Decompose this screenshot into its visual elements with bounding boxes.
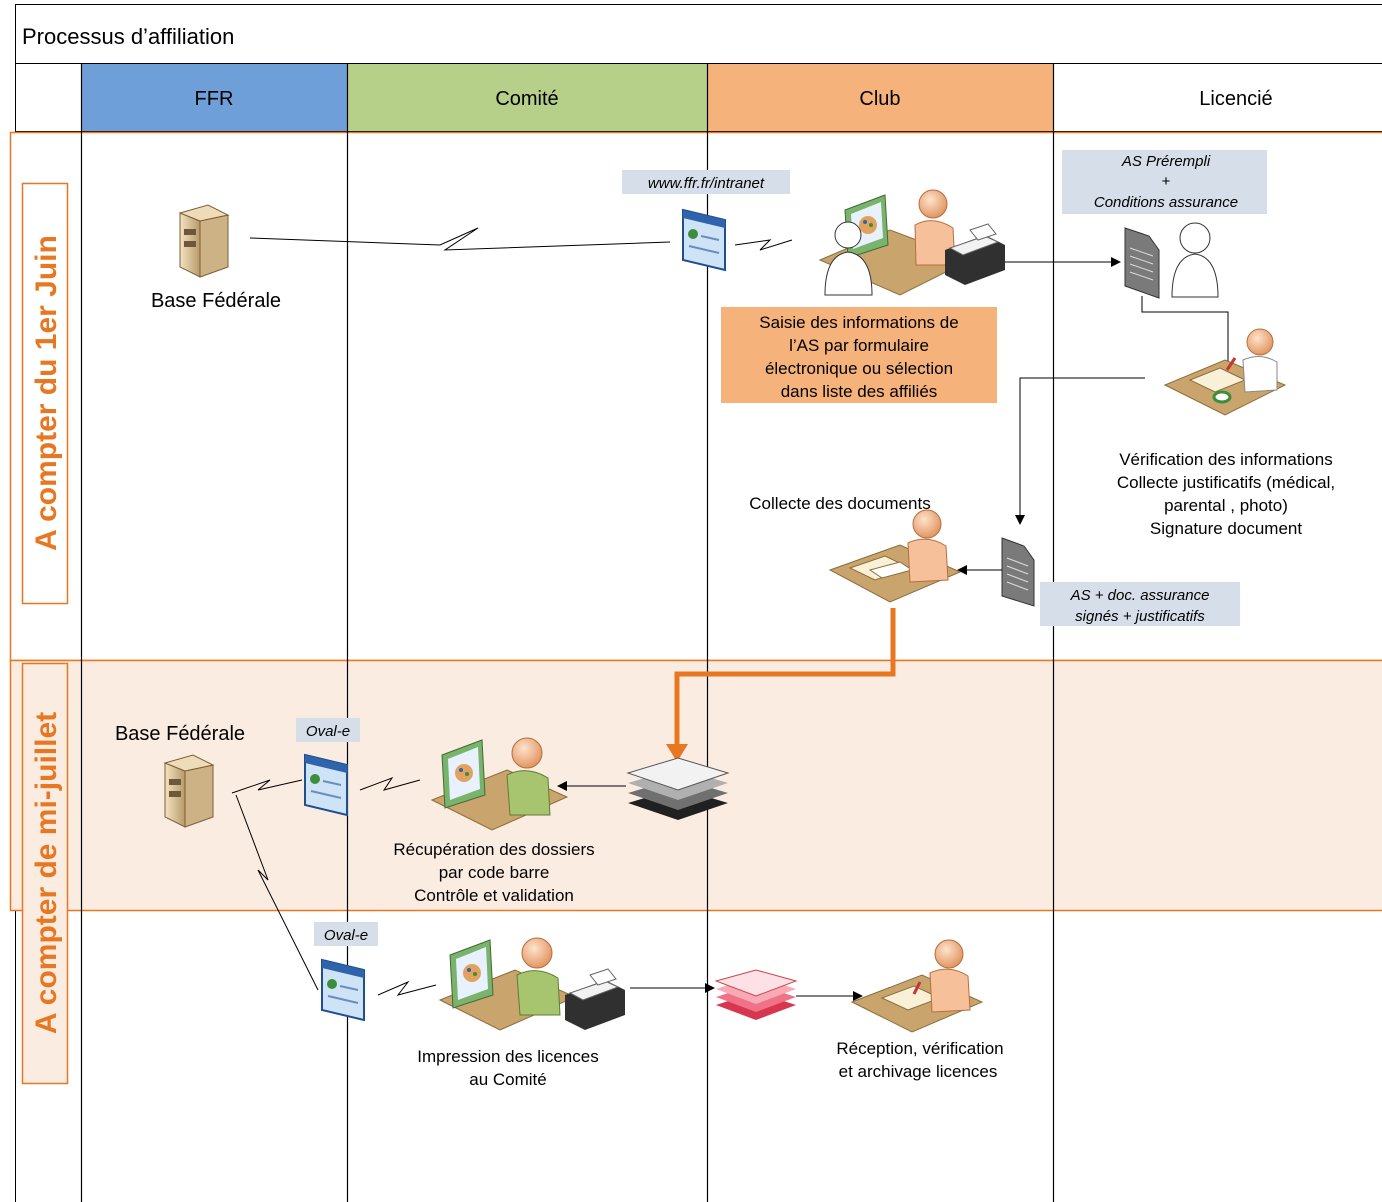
ovale-tag-1-text: Oval-e	[306, 723, 350, 740]
lane-header-licencie	[1053, 63, 1382, 132]
reception-line-1: Réception, vérification	[836, 1039, 1003, 1058]
licencie-person-icon	[1171, 222, 1219, 298]
ovale-tag-1	[296, 718, 360, 742]
server-icon	[178, 204, 230, 278]
collecte-desk-icon	[828, 509, 962, 603]
lane-header-club	[707, 63, 1054, 132]
impression-line-1: Impression des licences	[417, 1047, 598, 1066]
phase-label-box-juin	[21, 182, 69, 605]
phase-label-box-juillet	[21, 662, 69, 1085]
url-tag-text: www.ffr.fr/intranet	[648, 175, 765, 192]
comite-workstation-icon	[430, 737, 569, 831]
document-stack-icon	[626, 757, 730, 820]
network-link-5	[359, 776, 421, 791]
reception-line-2: et archivage licences	[839, 1062, 998, 1081]
impression-line-2: au Comité	[469, 1070, 546, 1089]
lane-label-club: Club	[859, 88, 900, 110]
lane-header-ffr	[81, 63, 348, 132]
reception-desk-icon	[850, 939, 984, 1033]
saisie-box	[721, 307, 997, 403]
phase-label-juin: A compter du 1er Juin	[30, 235, 63, 551]
network-link-3	[231, 779, 303, 794]
recup-line-1: Récupération des dossiers	[393, 840, 594, 859]
lane-label-licencie: Licencié	[1199, 88, 1272, 110]
signed-document-icon	[1001, 537, 1035, 607]
comite-print-workstation-icon	[438, 937, 625, 1031]
signing-desk-icon	[1163, 328, 1287, 416]
ovale-tag-2	[314, 922, 378, 946]
browser-icon-2	[304, 753, 348, 817]
arrow-signing-to-return	[1015, 377, 1145, 525]
phase-label-juillet: A compter de mi-juillet	[30, 712, 63, 1034]
recup-line-3: Contrôle et validation	[414, 886, 574, 905]
server-icon-2	[163, 754, 215, 828]
network-link-4	[235, 794, 319, 991]
network-link-6	[377, 980, 437, 996]
arrow-doc-to-signing	[1141, 296, 1233, 373]
lane-dividers	[80, 63, 1055, 1202]
diagram-title: Processus d’affiliation	[22, 24, 234, 49]
lane-headers: FFR Comité Club Licencié	[15, 63, 1382, 132]
verif-line-2: Collecte justificatifs (médical,	[1117, 473, 1335, 492]
licence-stack-icon	[714, 969, 798, 1020]
verif-line-4: Signature document	[1150, 519, 1302, 538]
document-icon	[1124, 227, 1160, 299]
recup-line-2: par code barre	[439, 863, 550, 882]
browser-icon-3	[321, 958, 365, 1022]
orange-arrow-head	[666, 744, 688, 762]
orange-transfer-arrow	[674, 608, 896, 748]
signed-line-2: signés + justificatifs	[1075, 608, 1205, 625]
prefill-line-3: Conditions assurance	[1094, 194, 1238, 211]
collecte-label: Collecte des documents	[749, 494, 930, 513]
saisie-line-4: dans liste des affiliés	[781, 382, 938, 401]
verif-line-1: Vérification des informations	[1119, 450, 1333, 469]
base-federale-label-1: Base Fédérale	[151, 290, 281, 312]
prefill-tag	[1062, 150, 1267, 214]
saisie-line-2: l’AS par formulaire	[789, 336, 929, 355]
club-workstation-icon	[818, 189, 1005, 296]
ovale-tag-2-text: Oval-e	[324, 927, 368, 944]
signed-line-1: AS + doc. assurance	[1070, 587, 1210, 604]
network-link-2	[734, 239, 793, 251]
verif-line-3: parental , photo)	[1164, 496, 1288, 515]
prefill-line-1: AS Prérempli	[1121, 153, 1211, 170]
network-link-1	[249, 227, 671, 251]
url-tag	[622, 170, 790, 194]
prefill-line-2: +	[1162, 173, 1171, 190]
lane-label-ffr: FFR	[195, 88, 234, 110]
base-federale-label-2: Base Fédérale	[115, 723, 245, 745]
saisie-line-1: Saisie des informations de	[759, 313, 958, 332]
header-corner	[15, 63, 82, 132]
saisie-line-3: électronique ou sélection	[765, 359, 953, 378]
lane-label-comite: Comité	[495, 88, 558, 110]
browser-icon	[682, 208, 726, 272]
signed-tag	[1040, 582, 1240, 626]
